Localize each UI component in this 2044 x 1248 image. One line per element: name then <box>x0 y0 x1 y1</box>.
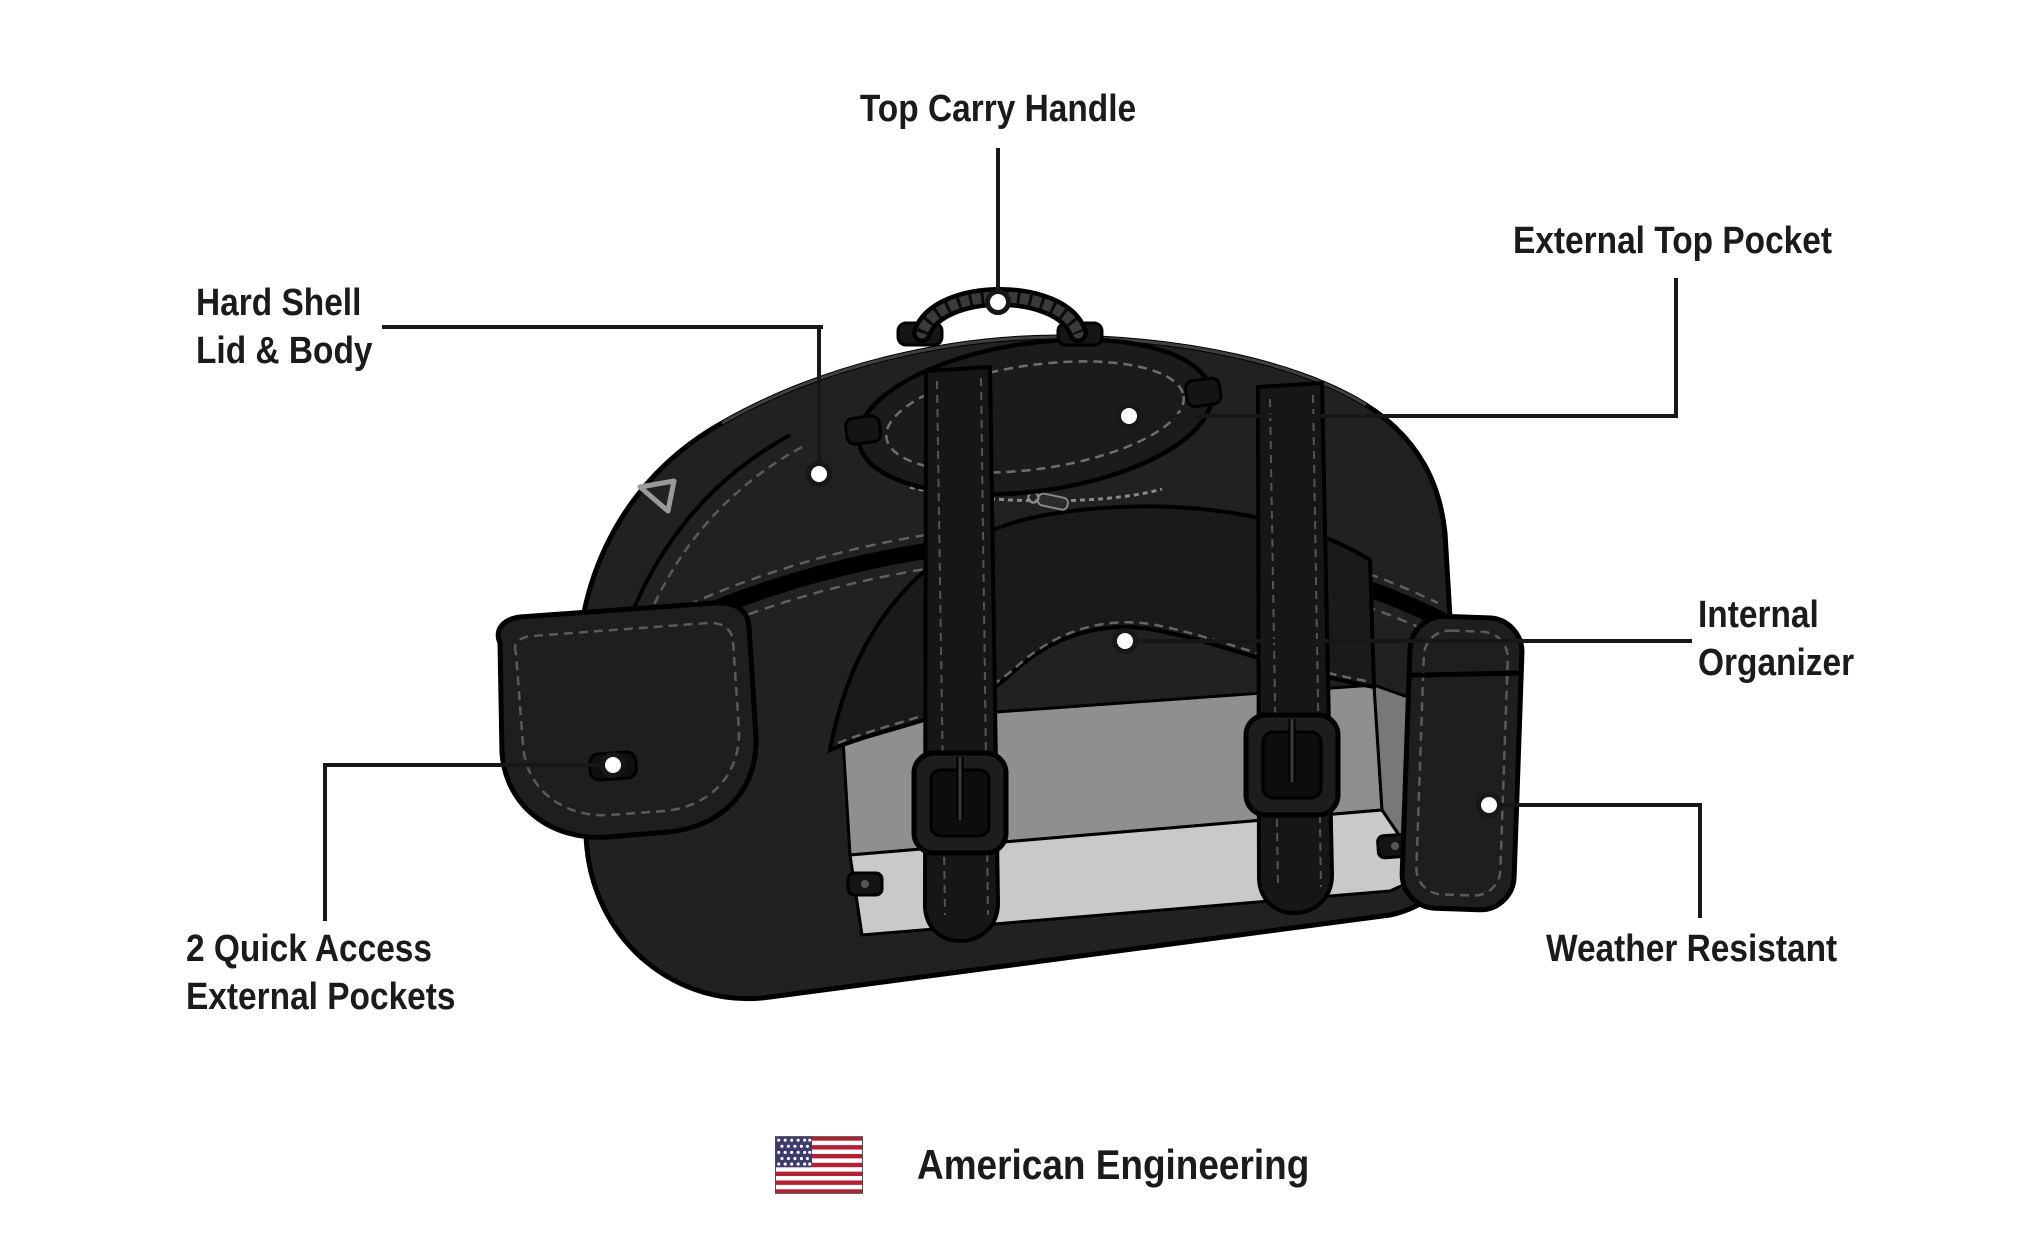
leader-line-quick-access-horizontal <box>323 763 607 767</box>
leader-line-weather-resistant-vertical <box>1698 803 1702 918</box>
label-quick-access-line1: 2 Quick Access <box>186 928 433 970</box>
label-quick-access: 2 Quick Access External Pockets <box>186 926 456 1022</box>
callout-marker-weather-resistant <box>1476 792 1502 818</box>
label-top-carry-handle: Top Carry Handle <box>859 88 1137 130</box>
leader-line-external-top-pocket-vertical <box>1674 278 1678 418</box>
footer: American Engineering <box>775 1132 1363 1198</box>
leader-line-weather-resistant-horizontal <box>1493 803 1702 807</box>
label-internal-organizer-line1: Internal <box>1698 594 1819 636</box>
callout-marker-top-carry-handle <box>985 289 1011 315</box>
leader-line-external-top-pocket-horizontal <box>1129 414 1678 418</box>
leader-line-top-carry-handle <box>996 148 1000 304</box>
leader-line-internal-organizer <box>1135 639 1692 643</box>
label-hard-shell-line2: Lid & Body <box>196 329 373 372</box>
callout-marker-internal-organizer <box>1112 628 1138 654</box>
label-hard-shell: Hard Shell Lid & Body <box>196 280 372 376</box>
label-external-top-pocket: External Top Pocket <box>1513 220 1833 262</box>
footer-text: American Engineering <box>917 1141 1310 1188</box>
label-weather-resistant: Weather Resistant <box>1546 928 1838 970</box>
callout-marker-hard-shell <box>806 461 832 487</box>
leader-line-hard-shell-vertical <box>817 325 821 467</box>
label-internal-organizer-line2: Organizer <box>1698 641 1855 684</box>
us-flag-icon <box>775 1136 863 1194</box>
leader-line-hard-shell-horizontal <box>382 325 823 329</box>
motorcycle-trunk-bag-drawing <box>495 287 1525 1001</box>
callout-marker-quick-access <box>600 752 626 778</box>
label-internal-organizer: Internal Organizer <box>1698 592 1854 688</box>
leader-line-quick-access-vertical <box>323 763 327 921</box>
label-quick-access-line2: External Pockets <box>186 975 456 1018</box>
callout-marker-external-top-pocket <box>1116 403 1142 429</box>
bag-illustration <box>490 275 1530 1035</box>
label-hard-shell-line1: Hard Shell <box>196 282 362 324</box>
